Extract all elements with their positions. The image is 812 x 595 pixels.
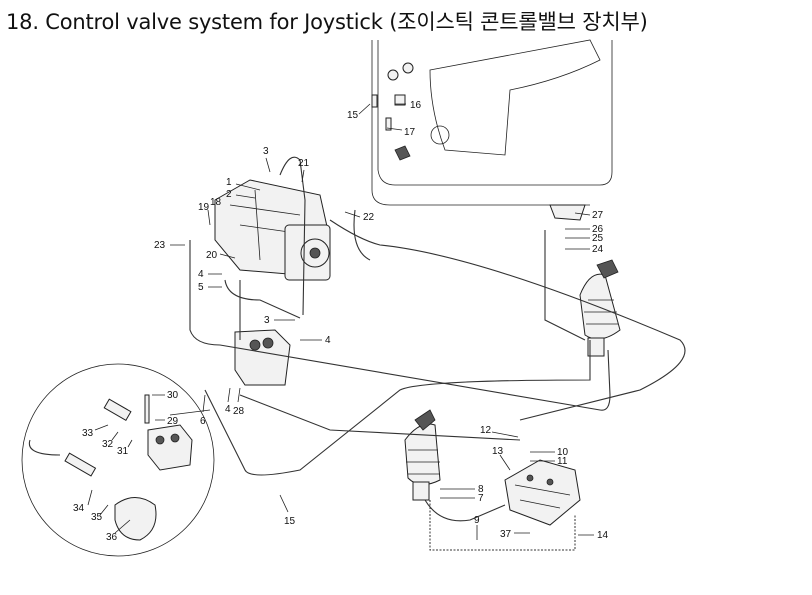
label-25: 25: [592, 233, 604, 244]
label-30: 30: [167, 390, 179, 401]
leader-lines: [87, 103, 594, 540]
page-title: 18. Control valve system for Joystick (조…: [6, 10, 648, 34]
label-9: 9: [474, 515, 480, 526]
label-17: 17: [404, 127, 416, 138]
label-6: 6: [200, 416, 206, 427]
label-13: 13: [492, 446, 504, 457]
label-5: 5: [198, 282, 204, 293]
label-26: 26: [592, 224, 604, 235]
label-35: 35: [91, 512, 103, 523]
label-1: 1: [226, 177, 232, 188]
label-4b: 4: [325, 335, 331, 346]
label-21: 21: [298, 158, 310, 169]
label-37: 37: [500, 529, 512, 540]
label-36: 36: [106, 532, 118, 543]
label-11: 11: [557, 456, 568, 467]
label-4: 4: [198, 269, 204, 280]
label-15: 15: [347, 110, 359, 121]
label-29: 29: [167, 416, 179, 427]
label-8: 8: [478, 484, 484, 495]
label-12: 12: [480, 425, 492, 436]
joystick-right: [549, 204, 621, 357]
cab-panel: [371, 39, 613, 206]
pump-assembly: [214, 179, 331, 386]
label-23: 23: [154, 240, 166, 251]
top-fittings: [371, 62, 414, 131]
hoses: [189, 156, 686, 551]
label-3: 3: [263, 146, 269, 157]
label-16: 16: [410, 100, 422, 111]
label-15b: 15: [284, 516, 296, 527]
label-19: 19: [198, 202, 210, 213]
control-valve: [504, 459, 581, 526]
label-3b: 3: [264, 315, 270, 326]
label-18: 18: [210, 197, 222, 208]
label-27: 27: [592, 210, 604, 221]
label-33: 33: [82, 428, 94, 439]
label-22: 22: [363, 212, 375, 223]
detail-inset: [21, 363, 215, 557]
label-14: 14: [597, 530, 609, 541]
joystick-left: [404, 409, 441, 501]
label-10: 10: [557, 447, 569, 458]
label-2: 2: [226, 189, 232, 200]
label-7: 7: [478, 493, 484, 504]
label-4c: 4: [225, 404, 231, 415]
label-28: 28: [233, 406, 245, 417]
part-labels: 15 16 17 3 21 1 2 19 18 22 27 26 25 24 2…: [73, 100, 609, 543]
label-20: 20: [206, 250, 218, 261]
label-34: 34: [73, 503, 85, 514]
label-24: 24: [592, 244, 604, 255]
label-31: 31: [117, 446, 129, 457]
label-32: 32: [102, 439, 114, 450]
